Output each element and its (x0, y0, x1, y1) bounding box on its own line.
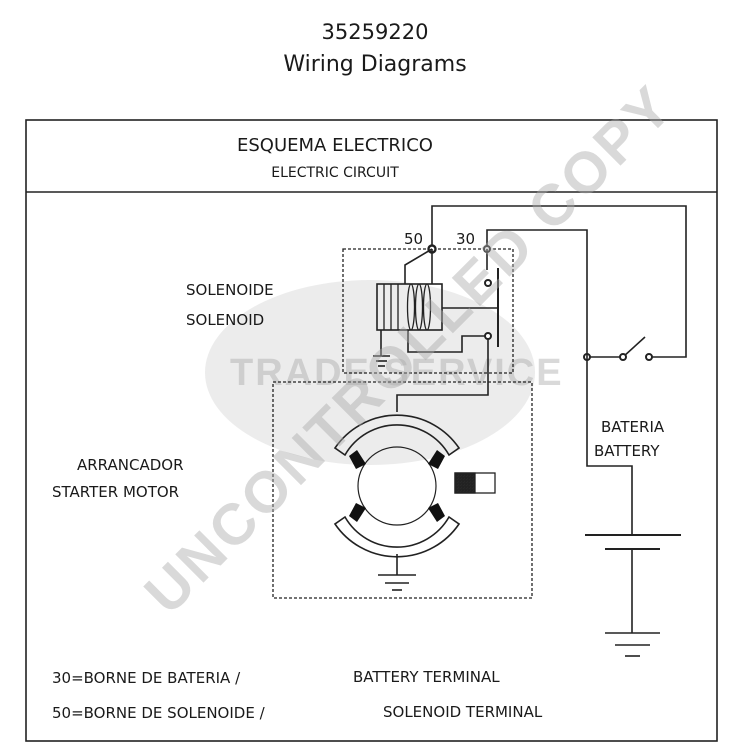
starter-ground-icon (378, 574, 416, 591)
coil-icon (376, 283, 443, 331)
switch-contact (619, 353, 627, 361)
field-coil-bottom (333, 515, 461, 558)
wire-50-switch (431, 205, 687, 358)
solenoid-label-en: SOLENOID (186, 311, 265, 329)
battery-label-en: BATTERY (594, 442, 660, 460)
legend-50-es: 50=BORNE DE SOLENOIDE / (52, 704, 265, 722)
brush-icons (349, 450, 445, 522)
switch-contact (645, 353, 653, 361)
legend-50-en: SOLENOID TERMINAL (383, 703, 543, 721)
wire-field (396, 339, 489, 412)
battery-label-es: BATERIA (601, 418, 665, 436)
starter-label-es: ARRANCADOR (77, 456, 184, 474)
coil-lead (404, 248, 433, 284)
field-coil-top (333, 414, 461, 457)
panel-title-en: ELECTRIC CIRCUIT (271, 165, 399, 181)
diagram-border (25, 119, 718, 742)
key-switch-lever (622, 336, 646, 358)
terminal-30-label: 30 (456, 230, 476, 248)
panel-title-es: ESQUEMA ELECTRICO (237, 135, 433, 156)
wire-30-battery (486, 229, 633, 535)
starter-label-en: STARTER MOTOR (52, 483, 180, 501)
starter-box (272, 381, 533, 599)
solenoid-label-es: SOLENOIDE (186, 281, 274, 299)
part-number: 35259220 (321, 20, 429, 44)
legend-30-en: BATTERY TERMINAL (353, 668, 500, 686)
page-title: Wiring Diagrams (283, 52, 467, 77)
battery-ground-icon (605, 632, 660, 657)
armature-icon (357, 446, 437, 526)
legend-30-es: 30=BORNE DE BATERIA / (52, 669, 241, 687)
solenoid-ground-icon (373, 355, 390, 367)
terminal-50-label: 50 (404, 230, 424, 248)
contact-motor (484, 332, 492, 340)
contact-30 (484, 279, 492, 287)
